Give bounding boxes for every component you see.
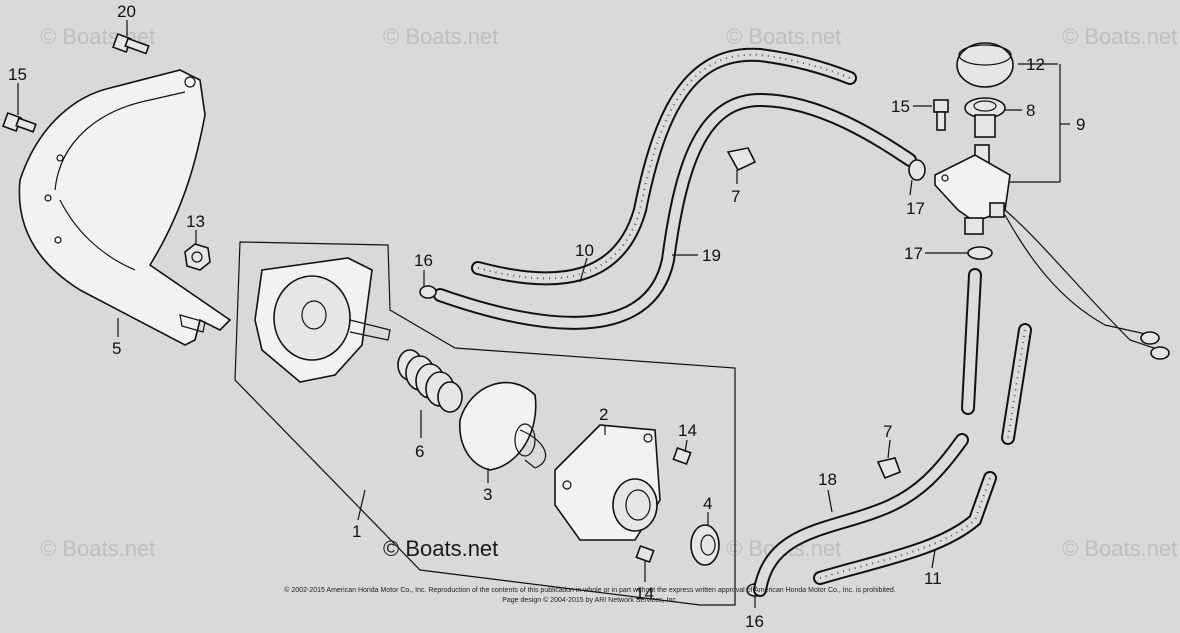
watermark: © Boats.net <box>726 24 841 49</box>
hose-11 <box>813 471 997 585</box>
hose-short <box>961 268 982 415</box>
screw-15-right <box>933 99 949 131</box>
callout-15-left: 15 <box>8 65 27 84</box>
wire-harness <box>1004 209 1170 360</box>
assembly-box <box>234 241 736 606</box>
watermark-layer: © Boats.net © Boats.net © Boats.net © Bo… <box>40 24 1177 561</box>
bolt-15-left <box>2 112 37 133</box>
spring-6 <box>397 349 463 413</box>
bolt-20 <box>112 33 150 55</box>
clamp-17-top <box>908 159 926 181</box>
copyright-line-2: Page design © 2004-2015 by ARI Network S… <box>502 596 678 604</box>
clamp-17-mid <box>967 246 993 260</box>
cap-12 <box>956 42 1014 88</box>
hose-corrugated <box>1001 323 1032 445</box>
callout-7-top: 7 <box>731 187 740 206</box>
clamp-16-top <box>419 285 437 299</box>
copyright-notice: © 2002-2015 American Honda Motor Co., In… <box>284 586 895 604</box>
hose-19 <box>433 92 917 330</box>
clip-7-bottom <box>876 457 902 480</box>
callout-17-mid: 17 <box>904 244 923 263</box>
nut-13 <box>184 243 211 271</box>
callout-18: 18 <box>818 470 837 489</box>
callouts: 20 15 13 5 16 10 19 7 17 17 12 8 9 15 6 … <box>8 2 1085 631</box>
watermark: © Boats.net <box>1062 536 1177 561</box>
cap-4 <box>690 524 720 566</box>
watermark: © Boats.net <box>383 24 498 49</box>
watermark-main: © Boats.net <box>383 536 498 561</box>
screw-14-top <box>672 446 692 466</box>
filter-body <box>934 144 1011 235</box>
callout-9: 9 <box>1076 115 1085 134</box>
callout-8: 8 <box>1026 101 1035 120</box>
hose-18 <box>753 433 969 597</box>
bracket-part <box>18 69 232 346</box>
callout-16-top: 16 <box>414 251 433 270</box>
clip-7-top <box>726 147 757 172</box>
callout-15-right: 15 <box>891 97 910 116</box>
watermark: © Boats.net <box>40 536 155 561</box>
callout-11: 11 <box>924 569 942 588</box>
callout-17-top: 17 <box>906 199 925 218</box>
callout-3: 3 <box>483 485 492 504</box>
callout-2: 2 <box>599 405 608 424</box>
screw-14-bottom <box>635 544 655 564</box>
callout-5: 5 <box>112 339 121 358</box>
hose-10 <box>471 47 857 286</box>
callout-6: 6 <box>415 442 424 461</box>
callout-14-bottom: 14 <box>635 584 654 603</box>
leader-lines <box>17 20 1070 608</box>
callout-12: 12 <box>1026 55 1045 74</box>
callout-16-bottom: 16 <box>745 612 764 631</box>
callout-13: 13 <box>186 212 205 231</box>
ring-8 <box>964 97 1006 138</box>
housing-2 <box>554 424 661 541</box>
diaphragm-3 <box>459 381 547 471</box>
callout-10: 10 <box>575 241 594 260</box>
callout-1: 1 <box>352 522 361 541</box>
copyright-line-1: © 2002-2015 American Honda Motor Co., In… <box>284 586 895 594</box>
callout-20: 20 <box>117 2 136 21</box>
watermark: © Boats.net <box>1062 24 1177 49</box>
callout-19: 19 <box>702 246 721 265</box>
diaphragm-cover <box>254 257 391 383</box>
callout-14-top: 14 <box>678 421 697 440</box>
callout-4: 4 <box>703 494 712 513</box>
callout-7-bottom: 7 <box>883 422 892 441</box>
